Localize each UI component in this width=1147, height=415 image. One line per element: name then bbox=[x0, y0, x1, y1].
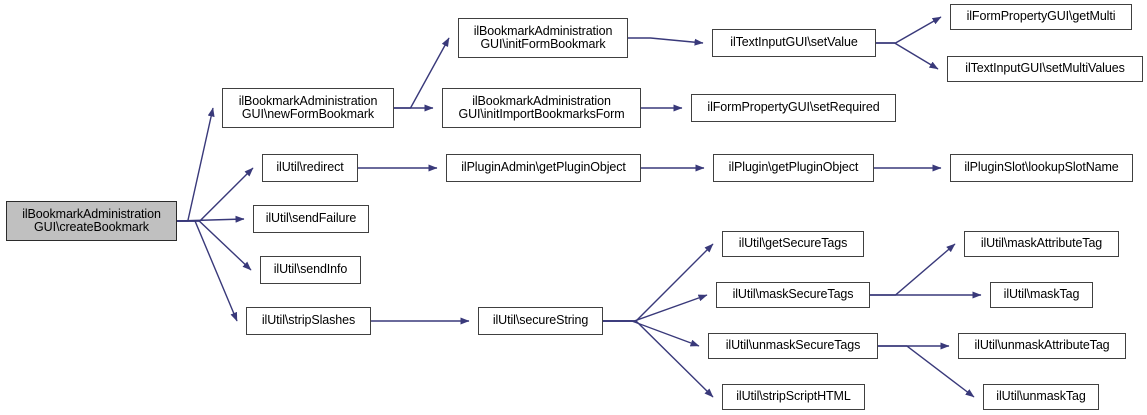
graph-node-getPluginObject[interactable]: ilPlugin\getPluginObject bbox=[713, 154, 874, 182]
graph-node-sendInfo[interactable]: ilUtil\sendInfo bbox=[260, 256, 361, 284]
graph-node-label: ilBookmarkAdministration GUI\createBookm… bbox=[22, 206, 161, 234]
graph-node-maskTag[interactable]: ilUtil\maskTag bbox=[990, 282, 1093, 308]
graph-node-label: ilPlugin\getPluginObject bbox=[728, 160, 859, 175]
graph-node-label: ilPluginSlot\lookupSlotName bbox=[964, 160, 1119, 175]
graph-node-unmaskTag[interactable]: ilUtil\unmaskTag bbox=[983, 384, 1099, 410]
graph-node-label: ilUtil\maskTag bbox=[1003, 287, 1080, 302]
graph-node-label: ilPluginAdmin\getPluginObject bbox=[461, 160, 626, 175]
graph-node-label: ilFormPropertyGUI\getMulti bbox=[966, 9, 1116, 24]
graph-node-label: ilUtil\sendFailure bbox=[265, 211, 357, 226]
graph-node-label: ilTextInputGUI\setMultiValues bbox=[965, 61, 1125, 76]
graph-node-label: ilUtil\secureString bbox=[492, 313, 589, 328]
graph-node-initImportBookmarksForm[interactable]: ilBookmarkAdministration GUI\initImportB… bbox=[442, 88, 641, 128]
graph-node-secureString[interactable]: ilUtil\secureString bbox=[478, 307, 603, 335]
graph-node-label: ilUtil\stripSlashes bbox=[261, 313, 356, 328]
graph-node-label: ilUtil\unmaskTag bbox=[996, 389, 1086, 404]
graph-node-label: ilTextInputGUI\setValue bbox=[730, 35, 858, 50]
graph-node-initFormBookmark[interactable]: ilBookmarkAdministration GUI\initFormBoo… bbox=[458, 18, 628, 58]
graph-node-sendFailure[interactable]: ilUtil\sendFailure bbox=[253, 205, 369, 233]
graph-node-maskSecureTags[interactable]: ilUtil\maskSecureTags bbox=[716, 282, 870, 308]
graph-node-label: ilUtil\stripScriptHTML bbox=[736, 389, 851, 404]
edge-secureString-to-unmaskSecureTags bbox=[603, 320, 700, 347]
graph-node-unmaskSecureTags[interactable]: ilUtil\unmaskSecureTags bbox=[708, 333, 878, 359]
edge-maskSecureTags-to-maskAttributeTag bbox=[870, 243, 956, 296]
edge-createBookmark-to-stripSlashes bbox=[177, 220, 238, 322]
graph-node-lookupSlotName[interactable]: ilPluginSlot\lookupSlotName bbox=[950, 154, 1133, 182]
graph-node-setRequired[interactable]: ilFormPropertyGUI\setRequired bbox=[691, 94, 896, 122]
graph-node-getPluginObjectAdmin[interactable]: ilPluginAdmin\getPluginObject bbox=[446, 154, 641, 182]
edge-secureString-to-maskSecureTags bbox=[603, 294, 708, 322]
edge-createBookmark-to-redirect bbox=[177, 167, 254, 222]
graph-node-label: ilUtil\redirect bbox=[276, 160, 344, 175]
graph-node-label: ilFormPropertyGUI\setRequired bbox=[707, 100, 880, 115]
edge-createBookmark-to-newFormBookmark bbox=[177, 107, 215, 222]
graph-node-label: ilBookmarkAdministration GUI\initImportB… bbox=[458, 93, 625, 121]
graph-node-label: ilBookmarkAdministration GUI\newFormBook… bbox=[238, 93, 378, 121]
graph-node-label: ilBookmarkAdministration GUI\initFormBoo… bbox=[473, 23, 613, 51]
graph-node-createBookmark[interactable]: ilBookmarkAdministration GUI\createBookm… bbox=[6, 201, 177, 241]
graph-node-getSecureTags[interactable]: ilUtil\getSecureTags bbox=[722, 231, 864, 257]
graph-node-unmaskAttributeTag[interactable]: ilUtil\unmaskAttributeTag bbox=[958, 333, 1126, 359]
graph-node-label: ilUtil\unmaskAttributeTag bbox=[974, 338, 1110, 353]
edge-initFormBookmark-to-setValue bbox=[628, 37, 704, 46]
graph-node-maskAttributeTag[interactable]: ilUtil\maskAttributeTag bbox=[964, 231, 1119, 257]
edge-newFormBookmark-to-initFormBookmark bbox=[394, 37, 450, 109]
graph-node-label: ilUtil\sendInfo bbox=[273, 262, 348, 277]
graph-node-label: ilUtil\getSecureTags bbox=[738, 236, 848, 251]
graph-node-label: ilUtil\maskAttributeTag bbox=[980, 236, 1103, 251]
graph-node-setMultiValues[interactable]: ilTextInputGUI\setMultiValues bbox=[947, 56, 1143, 82]
edge-setValue-to-getMulti bbox=[876, 16, 942, 44]
graph-node-redirect[interactable]: ilUtil\redirect bbox=[262, 154, 358, 182]
edge-secureString-to-getSecureTags bbox=[603, 243, 714, 322]
graph-node-getMulti[interactable]: ilFormPropertyGUI\getMulti bbox=[950, 4, 1132, 30]
graph-node-newFormBookmark[interactable]: ilBookmarkAdministration GUI\newFormBook… bbox=[222, 88, 394, 128]
edge-secureString-to-stripScriptHTML bbox=[603, 320, 714, 398]
graph-node-label: ilUtil\maskSecureTags bbox=[732, 287, 854, 302]
edge-setValue-to-setMultiValues bbox=[876, 42, 939, 70]
graph-node-stripScriptHTML[interactable]: ilUtil\stripScriptHTML bbox=[722, 384, 865, 410]
edge-createBookmark-to-sendFailure bbox=[176, 215, 245, 223]
graph-node-label: ilUtil\unmaskSecureTags bbox=[725, 338, 861, 353]
graph-node-setValue[interactable]: ilTextInputGUI\setValue bbox=[712, 29, 876, 57]
graph-node-stripSlashes[interactable]: ilUtil\stripSlashes bbox=[246, 307, 371, 335]
edge-createBookmark-to-sendInfo bbox=[177, 220, 252, 271]
